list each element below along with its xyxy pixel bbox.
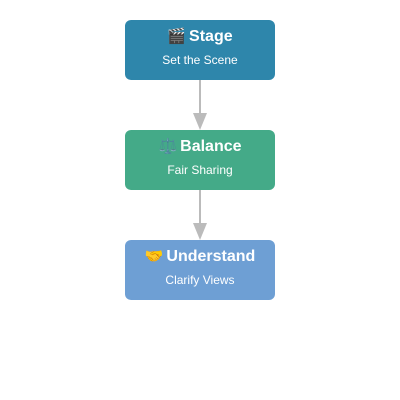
stage-node-title-row: 🎬Stage — [125, 27, 275, 47]
balance-node-subtitle: Fair Sharing — [167, 163, 233, 177]
understand-node-title-row: 🤝Understand — [125, 247, 275, 267]
understand-node-title: Understand — [166, 248, 256, 265]
handshake-icon: 🤝 — [144, 248, 164, 265]
balance-node-title: Balance — [180, 138, 242, 155]
stage-node[interactable]: 🎬Stage Set the Scene — [125, 20, 275, 80]
balance-scale-icon: ⚖️ — [158, 138, 178, 155]
balance-node-title-row: ⚖️Balance — [125, 137, 275, 157]
understand-node-subtitle: Clarify Views — [165, 273, 235, 287]
arrow-balance-to-understand — [193, 190, 207, 240]
stage-node-subtitle: Set the Scene — [162, 53, 238, 67]
balance-node[interactable]: ⚖️Balance Fair Sharing — [125, 130, 275, 190]
understand-node[interactable]: 🤝Understand Clarify Views — [125, 240, 275, 300]
arrow-stage-to-balance — [193, 80, 207, 130]
clapper-board-icon: 🎬 — [167, 28, 187, 45]
stage-node-title: Stage — [189, 28, 233, 45]
